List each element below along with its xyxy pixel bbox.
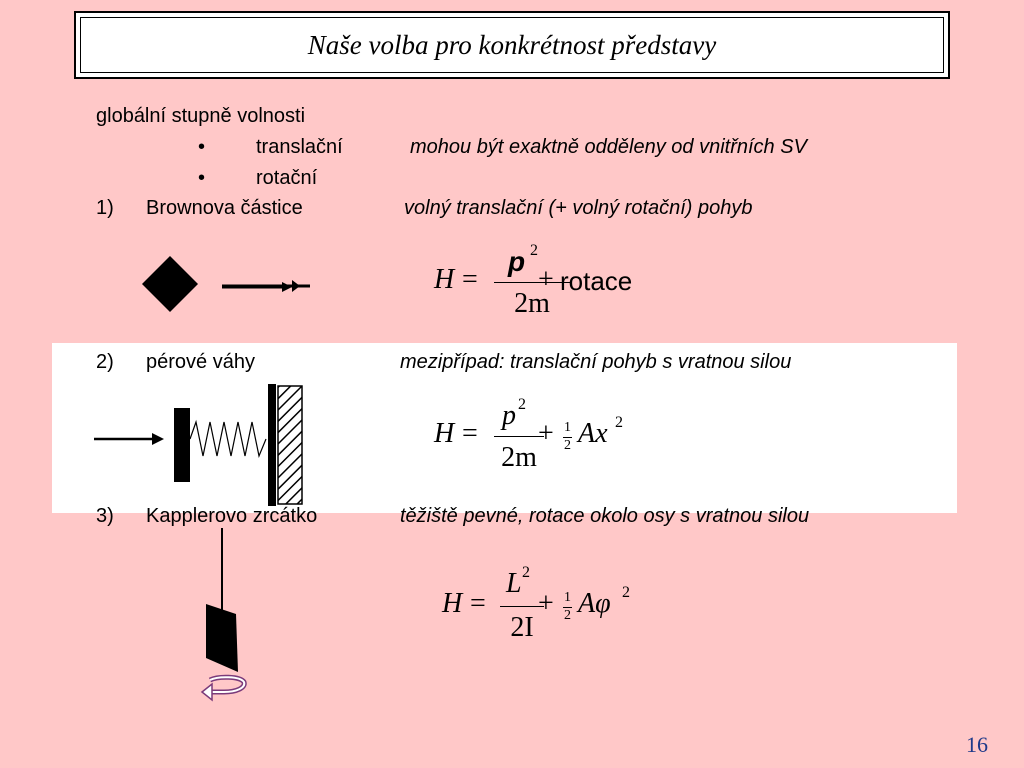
highlight-band xyxy=(52,343,957,513)
kappler-mirror-diagram xyxy=(200,528,247,702)
page-number: 16 xyxy=(966,732,988,757)
wall-hatching xyxy=(277,385,303,505)
formula3-exponent: 2 xyxy=(522,564,530,581)
formula2-half-bar xyxy=(563,437,572,438)
formula1-exponent: 2 xyxy=(530,242,538,259)
bullet-note-separable: mohou být exaktně odděleny od vnitřních … xyxy=(410,136,807,158)
formula2-momentum: p xyxy=(502,400,516,431)
item-note-free-motion: volný translační (+ volný rotační) pohyb xyxy=(404,197,753,219)
spring-scale-diagram xyxy=(94,384,303,506)
item-number-2: 2) xyxy=(96,351,114,373)
formula2-denominator: 2m xyxy=(501,442,537,473)
formula3-angular-momentum: L xyxy=(506,568,522,599)
formula1-denominator: 2m xyxy=(514,288,550,319)
formula1-plus: + xyxy=(538,264,554,295)
formula2-tail-exponent: 2 xyxy=(615,414,623,431)
formula2-exponent: 2 xyxy=(518,396,526,413)
formula1-rotation-term: rotace xyxy=(560,266,633,296)
bullet-marker-2: • xyxy=(198,167,206,189)
formula1-lhs: H xyxy=(434,264,455,295)
particle-diamond xyxy=(142,256,198,312)
motion-arrow xyxy=(222,282,292,292)
slide-title: Naše volba pro konkrétnost představy xyxy=(307,29,717,60)
formula3-equals: = xyxy=(470,588,486,619)
formula3-plus: + xyxy=(538,588,554,619)
formula3-half-num: 1 xyxy=(564,590,571,605)
formula2-half-den: 2 xyxy=(564,438,571,453)
formula2-equals: = xyxy=(462,418,478,449)
spring-mass-block xyxy=(174,408,190,482)
bullet-marker-1: • xyxy=(198,136,206,158)
formula3-denominator: 2I xyxy=(510,612,534,643)
formula-kappler-mirror: H = L 2 2I + 1 2 Aφ 2 xyxy=(442,564,682,646)
formula2-plus: + xyxy=(538,418,554,449)
wall-surface xyxy=(268,384,276,506)
title-box: Naše volba pro konkrétnost představy xyxy=(74,11,950,79)
title-inner-frame: Naše volba pro konkrétnost představy xyxy=(80,17,944,73)
item-number-3: 3) xyxy=(96,505,114,527)
formula2-fraction-bar xyxy=(494,436,544,437)
formula3-tail-exponent: 2 xyxy=(622,584,630,601)
formula2-lhs: H xyxy=(434,418,455,449)
intro-text: globální stupně volnosti xyxy=(96,105,306,127)
rotation-arrow-icon xyxy=(200,674,247,702)
formula2-half-num: 1 xyxy=(564,420,571,435)
formula3-half-den: 2 xyxy=(564,608,571,623)
formula1-momentum: p xyxy=(508,246,526,277)
item-note-restoring-force: mezipřípad: translační pohyb s vratnou s… xyxy=(400,351,792,373)
item-label-spring-scale: pérové váhy xyxy=(146,351,255,373)
formula2-fraction: p 2 2m xyxy=(494,396,570,474)
formula3-lhs: H xyxy=(442,588,463,619)
spring-coil xyxy=(189,419,267,459)
velocity-arrow-head xyxy=(292,280,300,292)
mirror-plate xyxy=(206,604,238,672)
formula2-potential-term: Ax xyxy=(578,418,608,449)
formula1-fraction-bar xyxy=(494,282,570,283)
formula1-fraction: p 2 2m xyxy=(494,242,570,320)
force-arrow-head xyxy=(152,433,164,445)
formula3-fraction-bar xyxy=(500,606,544,607)
formula3-fraction: L 2 2I xyxy=(498,564,548,646)
item-number-1: 1) xyxy=(96,197,114,219)
item-label-kappler-mirror: Kapplerovo zrcátko xyxy=(146,505,318,527)
bullet-label-rotational: rotační xyxy=(256,167,318,189)
item-note-rotation: těžiště pevné, rotace okolo osy s vratno… xyxy=(400,505,810,527)
bullet-label-translational: translační xyxy=(256,136,343,158)
formula1-equals: = xyxy=(462,264,478,295)
formula-free-particle: H = p 2 2m + rotace xyxy=(434,242,674,320)
formula3-potential-term: Aφ xyxy=(578,588,611,619)
formula3-half-bar xyxy=(563,607,572,608)
formula-spring-scale: H = p 2 2m + 1 2 Ax 2 xyxy=(434,396,674,474)
item-label-brownian-particle: Brownova částice xyxy=(146,197,303,219)
